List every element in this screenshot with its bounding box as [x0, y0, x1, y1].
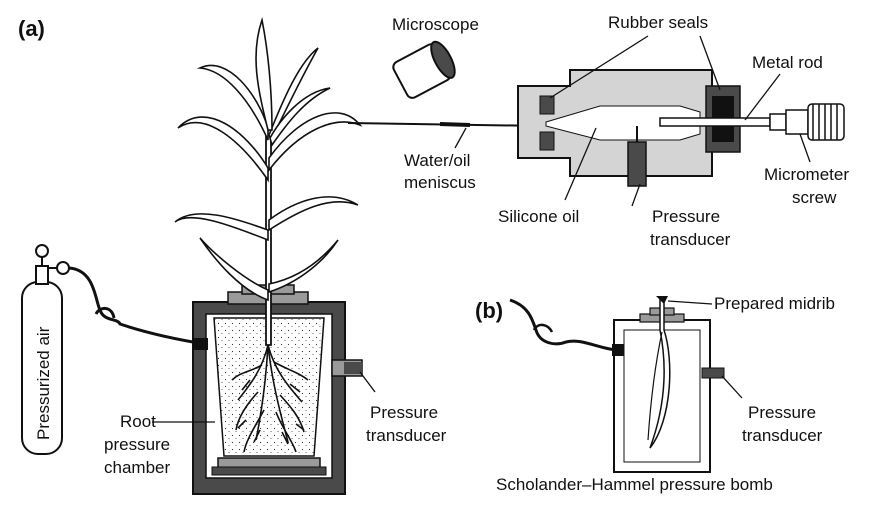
- root-system: [231, 344, 309, 453]
- leader-lines-b: [667, 300, 743, 399]
- air-hose: [68, 266, 206, 346]
- metal-rod-label: Metal rod: [752, 53, 823, 72]
- water-oil-meniscus-label-line2: meniscus: [404, 173, 476, 192]
- microscope-label: Microscope: [392, 15, 479, 34]
- rubber-seals-label: Rubber seals: [608, 13, 708, 32]
- pressure-transducer-chamber-label-line1: Pressure: [370, 403, 438, 422]
- root-chamber-label-line1: Root: [120, 412, 156, 431]
- pressure-transducer-b-label-line1: Pressure: [748, 403, 816, 422]
- pressurized-air-cylinder: [21, 244, 70, 455]
- panel-a-label: (a): [18, 16, 45, 41]
- gauge-icon: [35, 244, 49, 258]
- pressurized-air-label: Pressurized air: [34, 326, 53, 440]
- pressure-bomb-caption: Scholander–Hammel pressure bomb: [496, 475, 773, 494]
- scholander-pressure-bomb: [509, 296, 725, 473]
- root-pressure-chamber: [192, 284, 363, 495]
- pressure-transducer-top-label-line2: transducer: [650, 230, 731, 249]
- pressure-probe-housing: [517, 69, 771, 187]
- silicone-oil-label: Silicone oil: [498, 207, 579, 226]
- pressure-transducer-chamber-label-line2: transducer: [366, 426, 447, 445]
- microscope-icon: [392, 40, 456, 99]
- valve-icon: [56, 261, 70, 275]
- maize-plant: [174, 16, 363, 346]
- water-oil-meniscus-label-line1: Water/oil: [404, 151, 470, 170]
- root-chamber-label-line3: chamber: [104, 458, 170, 477]
- panel-b-label: (b): [475, 298, 503, 323]
- leader-lines-a: [152, 35, 811, 423]
- micrometer-screw-label-line2: screw: [792, 188, 837, 207]
- root-chamber-label-line2: pressure: [104, 435, 170, 454]
- pressure-transducer-top-label-line1: Pressure: [652, 207, 720, 226]
- prepared-midrib-label: Prepared midrib: [714, 294, 835, 313]
- pressure-transducer-b-label-line2: transducer: [742, 426, 823, 445]
- micrometer-screw-icon: [769, 103, 845, 141]
- micrometer-screw-label-line1: Micrometer: [764, 165, 849, 184]
- midrib-sample: [649, 299, 671, 449]
